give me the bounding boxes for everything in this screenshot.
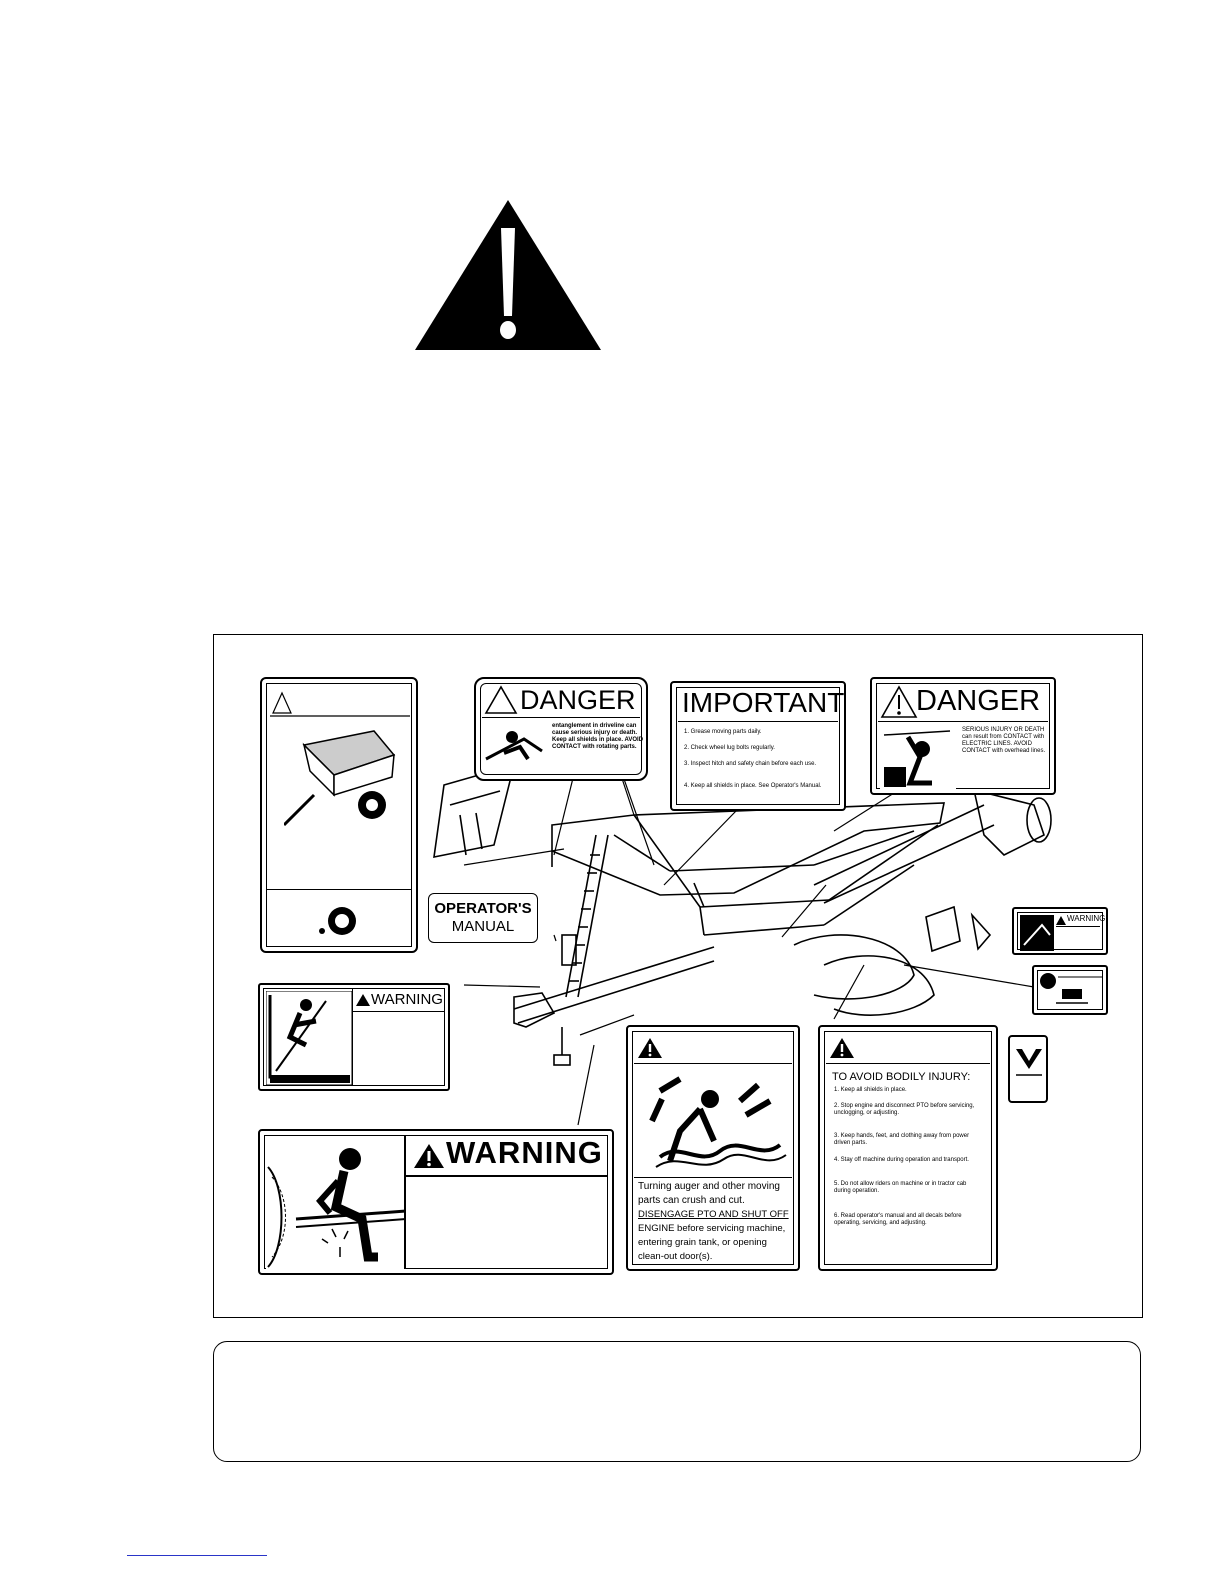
warning-header: WARNING	[371, 991, 443, 1008]
decal-warning-ladder: WARNING	[258, 983, 450, 1091]
bodily-injury-header: TO AVOID BODILY INJURY:	[832, 1071, 971, 1083]
decal-pto-speed	[1032, 965, 1108, 1015]
electrocution-icon	[880, 727, 956, 789]
warning-triangle-icon	[830, 1038, 854, 1058]
warning-triangle-icon	[270, 691, 410, 717]
decal-danger-electric: DANGER SERIOUS INJURY OR DEATH can resul…	[870, 677, 1056, 795]
bodily-injury-item-1: 1. Keep all shields in place.	[834, 1087, 907, 1093]
bodily-injury-item-2: 2. Stop engine and disconnect PTO before…	[834, 1103, 975, 1116]
bodily-injury-item-4: 4. Stay off machine during operation and…	[834, 1157, 969, 1163]
bodily-injury-item-5: 5. Do not allow riders on machine or in …	[834, 1181, 967, 1194]
footer-rule	[127, 1555, 267, 1556]
gear-guard-icon	[319, 907, 356, 935]
warning-triangle-icon	[414, 1144, 444, 1168]
danger-body: SERIOUS INJURY OR DEATH can result from …	[962, 727, 1046, 754]
entanglement-icon	[1020, 915, 1054, 951]
warning-triangle-icon	[638, 1038, 662, 1058]
operators-manual-line2: MANUAL	[451, 918, 515, 935]
auger-line-5: entering grain tank, or opening	[638, 1237, 767, 1248]
decal-bodily-injury: TO AVOID BODILY INJURY: 1. Keep all shie…	[818, 1025, 998, 1271]
notice-box	[213, 1341, 1141, 1462]
danger-header: DANGER	[520, 685, 636, 715]
important-item-3: 3. Inspect hitch and safety chain before…	[684, 761, 817, 767]
auger-line-3: DISENGAGE PTO AND SHUT OFF	[638, 1209, 789, 1220]
grain-cart-drawing	[433, 692, 1052, 1126]
decal-danger-driveline: DANGER entanglement in driveline can cau…	[474, 677, 648, 781]
auger-hazard-icon	[649, 1076, 787, 1168]
auger-line-2: parts can crush and cut.	[638, 1195, 745, 1206]
decal-location-diagram: DANGER entanglement in driveline can cau…	[213, 634, 1143, 1318]
important-item-2: 2. Check wheel lug bolts regularly.	[684, 745, 775, 751]
auger-line-4: ENGINE before servicing machine,	[638, 1223, 786, 1234]
decal-warning-auger: Turning auger and other moving parts can…	[626, 1025, 800, 1271]
decal-cart-pictorial	[260, 677, 418, 953]
alert-triangle-icon	[415, 200, 601, 350]
danger-header: DANGER	[916, 685, 1041, 717]
decal-warning-small: WARNING	[1012, 907, 1108, 955]
pto-entanglement-icon	[266, 1137, 406, 1271]
fall-hazard-icon	[266, 991, 352, 1085]
warning-header: WARNING	[1067, 914, 1106, 923]
warning-triangle-icon	[356, 994, 370, 1006]
important-item-4: 4. Keep all shields in place. See Operat…	[684, 783, 822, 789]
danger-triangle-icon	[880, 685, 918, 718]
warning-header: WARNING	[446, 1135, 603, 1170]
auger-line-6: clean-out door(s).	[638, 1251, 713, 1262]
danger-body: entanglement in driveline can cause seri…	[552, 723, 644, 750]
operators-manual-line1: OPERATOR'S	[434, 900, 532, 917]
important-item-1: 1. Grease moving parts daily.	[684, 729, 762, 735]
grain-cart-icon	[284, 730, 396, 827]
warning-triangle-icon	[1056, 916, 1066, 925]
decal-operators-manual: OPERATOR'S MANUAL	[428, 893, 538, 943]
decal-reflector	[1008, 1035, 1048, 1103]
important-header: IMPORTANT	[682, 687, 845, 718]
bodily-injury-item-3: 3. Keep hands, feet, and clothing away f…	[834, 1133, 970, 1146]
decal-important: IMPORTANT 1. Grease moving parts daily. …	[670, 681, 846, 811]
danger-triangle-icon	[484, 685, 518, 714]
smv-chevron-icon	[1016, 1049, 1042, 1076]
decal-warning-pto: WARNING	[258, 1129, 614, 1275]
entanglement-icon	[485, 731, 543, 761]
pto-icon	[1040, 973, 1102, 1004]
bodily-injury-item-6: 6. Read operator's manual and all decals…	[834, 1213, 962, 1226]
auger-line-1: Turning auger and other moving	[638, 1181, 780, 1192]
